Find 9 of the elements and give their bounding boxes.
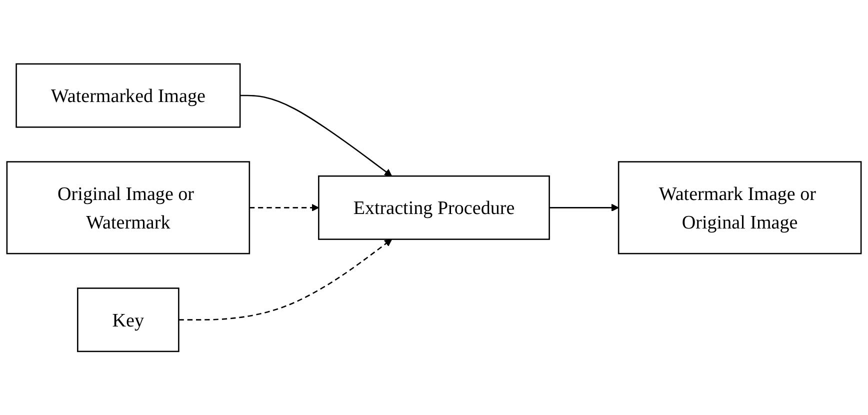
- arrow: [178, 238, 392, 320]
- arrow: [240, 94, 392, 176]
- node-box: Key: [77, 287, 180, 352]
- node-box: Original Image or Watermark: [6, 160, 250, 254]
- arrow: [549, 204, 619, 212]
- node-box: Extracting Procedure: [318, 175, 550, 240]
- arrow: [249, 204, 320, 212]
- node-box: Watermark Image or Original Image: [618, 160, 862, 254]
- node-box: Watermarked Image: [16, 63, 241, 128]
